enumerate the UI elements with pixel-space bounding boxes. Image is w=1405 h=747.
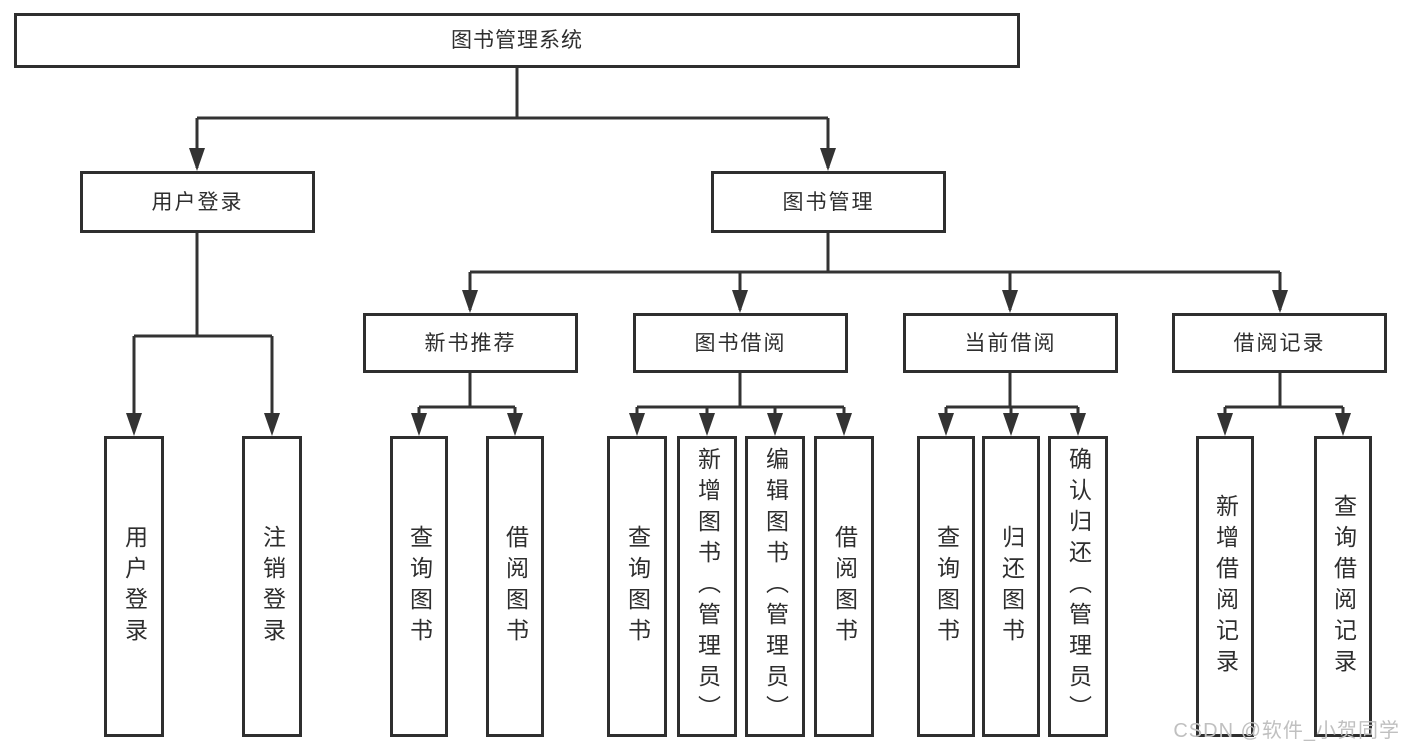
node-leaf-current-confirm-admin: 确认归还（管理员） — [1048, 436, 1108, 737]
node-leaf-current-return: 归还图书 — [982, 436, 1040, 737]
node-leaf-user-login: 用户登录 — [104, 436, 164, 737]
node-label: 编辑图书（管理员） — [762, 447, 789, 726]
node-leaf-current-query: 查询图书 — [917, 436, 975, 737]
node-book-borrow: 图书借阅 — [633, 313, 848, 373]
node-label: 新增借阅记录 — [1212, 493, 1239, 680]
node-label: 用户登录 — [151, 190, 244, 214]
node-label: 查询图书 — [624, 524, 651, 649]
node-leaf-borrow-query: 查询图书 — [607, 436, 667, 737]
node-label: 新增图书（管理员） — [694, 447, 721, 726]
node-label: 归还图书 — [998, 524, 1025, 649]
node-label: 图书管理系统 — [451, 29, 583, 52]
node-library-system: 图书管理系统 — [14, 13, 1020, 68]
node-label: 新书推荐 — [424, 331, 517, 355]
node-label: 查询图书 — [933, 524, 960, 649]
node-label: 查询借阅记录 — [1330, 493, 1357, 680]
node-leaf-records-query: 查询借阅记录 — [1314, 436, 1372, 737]
node-leaf-borrow-add-admin: 新增图书（管理员） — [677, 436, 737, 737]
node-label: 用户登录 — [121, 524, 148, 649]
node-label: 确认归还（管理员） — [1065, 447, 1092, 726]
node-label: 当前借阅 — [964, 331, 1057, 355]
watermark: CSDN @软件_小贺同学 — [1173, 720, 1400, 742]
node-user-login: 用户登录 — [80, 171, 315, 233]
node-leaf-borrow-edit-admin: 编辑图书（管理员） — [745, 436, 805, 737]
node-leaf-borrow-borrow: 借阅图书 — [814, 436, 874, 737]
node-borrow-records: 借阅记录 — [1172, 313, 1387, 373]
node-book-management: 图书管理 — [711, 171, 946, 233]
node-label: 注销登录 — [259, 524, 286, 649]
node-leaf-records-add: 新增借阅记录 — [1196, 436, 1254, 737]
node-label: 图书管理 — [782, 190, 875, 214]
node-leaf-newbook-borrow: 借阅图书 — [486, 436, 544, 737]
node-label: 借阅图书 — [831, 524, 858, 649]
node-leaf-newbook-query: 查询图书 — [390, 436, 448, 737]
node-current-borrow: 当前借阅 — [903, 313, 1118, 373]
node-new-book-recommend: 新书推荐 — [363, 313, 578, 373]
node-leaf-logout: 注销登录 — [242, 436, 302, 737]
node-label: 图书借阅 — [694, 331, 787, 355]
node-label: 借阅图书 — [502, 524, 529, 649]
node-label: 借阅记录 — [1233, 331, 1326, 355]
node-label: 查询图书 — [406, 524, 433, 649]
